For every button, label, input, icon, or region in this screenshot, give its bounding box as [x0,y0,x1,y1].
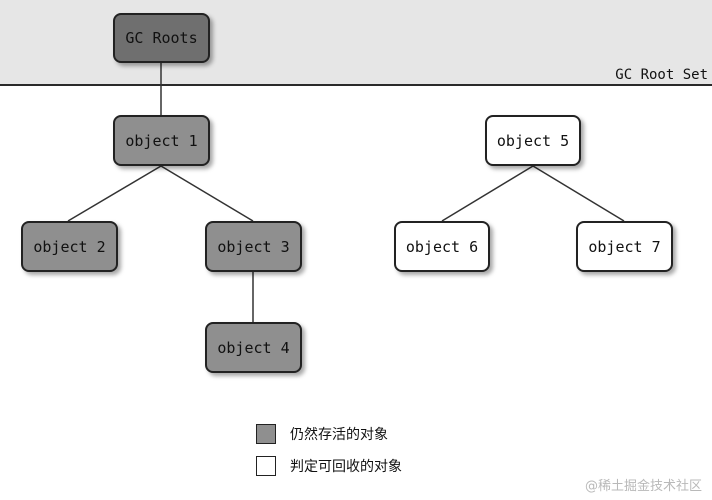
edge-object1-object2 [67,165,162,222]
object3-node: object 3 [205,221,302,272]
legend-collectable-swatch [256,456,276,476]
edge-object1-object3 [160,165,254,222]
legend-alive: 仍然存活的对象 [256,424,388,444]
object7-node: object 7 [576,221,673,272]
legend-alive-label: 仍然存活的对象 [290,427,388,443]
gc-root-set-label: GC Root Set [615,67,708,83]
object5-node: object 5 [485,115,581,166]
object2-node: object 2 [21,221,118,272]
object4-node: object 4 [205,322,302,373]
edge-object5-object6 [441,165,534,222]
edge-object5-object7 [532,165,625,222]
gc-roots-node: GC Roots [113,13,210,63]
object1-node: object 1 [113,115,210,166]
object6-node: object 6 [394,221,490,272]
legend-collectable-label: 判定可回收的对象 [290,459,402,475]
watermark-text: @稀土掘金技术社区 [584,479,702,494]
legend-alive-swatch [256,424,276,444]
legend-collectable: 判定可回收的对象 [256,456,402,476]
